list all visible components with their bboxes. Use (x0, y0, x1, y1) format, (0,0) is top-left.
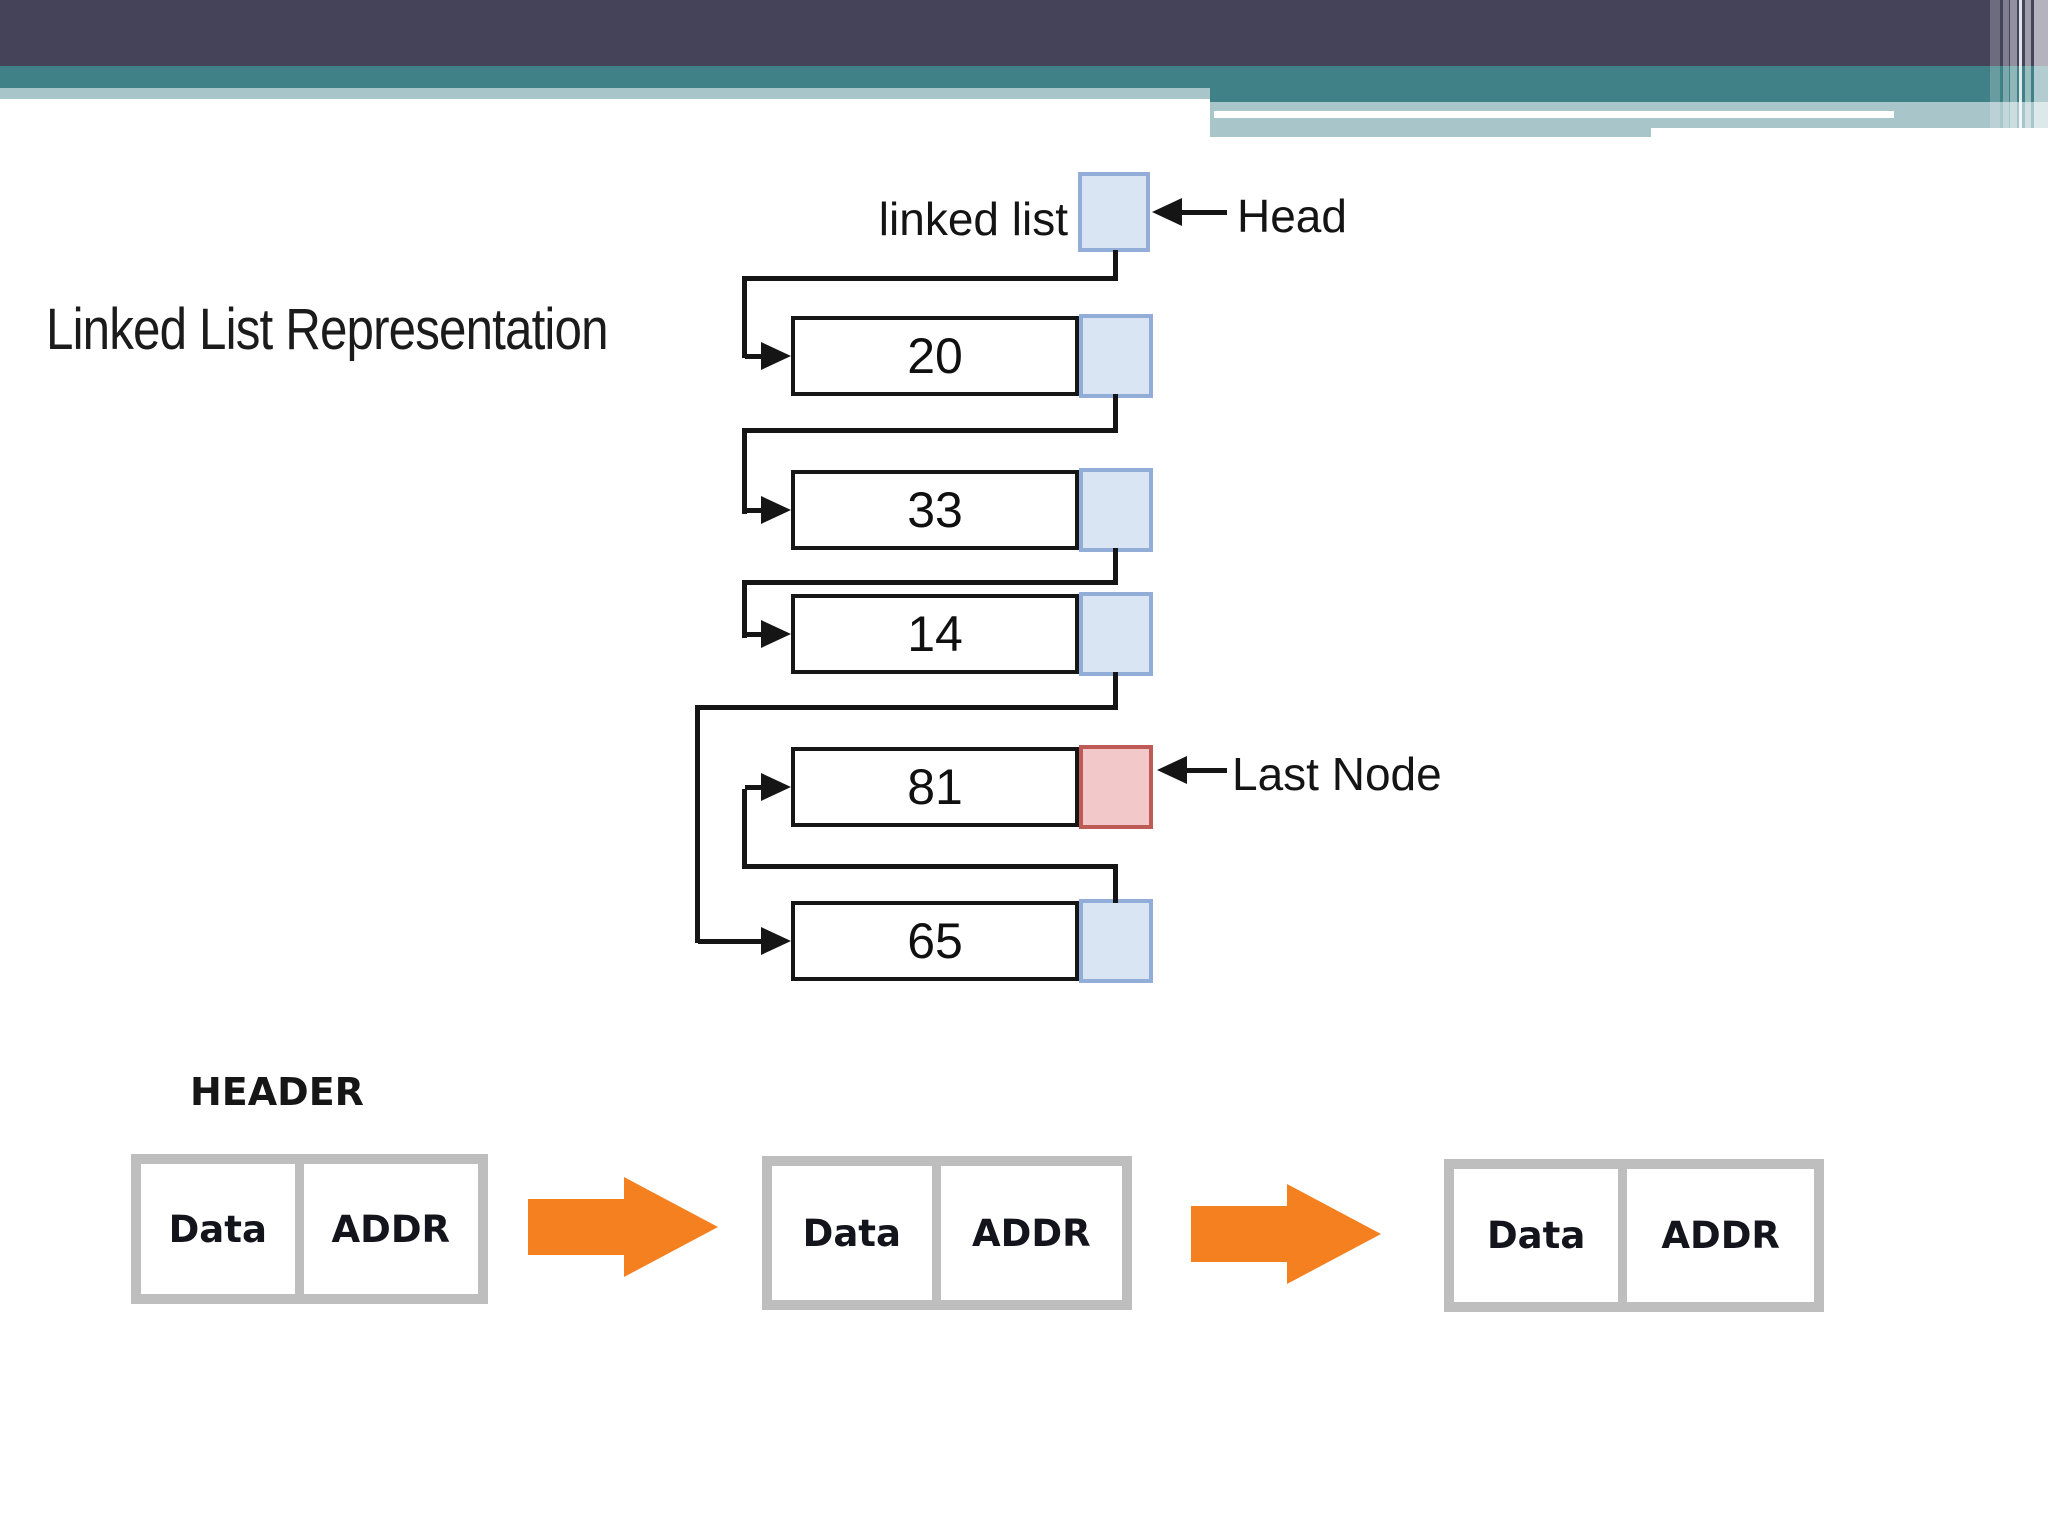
node-value-box: 65 (791, 901, 1079, 981)
connector-segment (742, 580, 747, 638)
arrow-tip (624, 1177, 718, 1277)
white-accent-stripe (1214, 111, 1894, 118)
head-pointer-box (1078, 172, 1150, 252)
edge-stripe (2010, 0, 2017, 137)
memory-node-box: Data ADDR (1444, 1159, 1824, 1312)
data-cell: Data (772, 1166, 932, 1300)
orange-right-arrow-icon (1191, 1184, 1383, 1284)
connector-segment (1113, 548, 1118, 584)
node-value-box: 33 (791, 470, 1079, 550)
node-value: 20 (907, 328, 963, 384)
arrowhead-icon (761, 773, 791, 801)
top-title-bar (0, 0, 2048, 66)
node-value: 33 (907, 482, 963, 538)
connector-segment (742, 580, 1118, 585)
arrowhead-icon (761, 496, 791, 524)
node-value: 14 (907, 606, 963, 662)
data-cell-label: Data (802, 1211, 901, 1255)
head-label: Head (1237, 190, 1347, 242)
connector-segment (745, 785, 765, 790)
connector-segment (1113, 866, 1118, 903)
white-accent-block (1651, 128, 2048, 138)
connector-segment (742, 428, 747, 514)
connector-segment (698, 939, 765, 944)
connector-segment (742, 864, 1118, 869)
data-cell-label: Data (1486, 1214, 1586, 1257)
connector-segment (1113, 250, 1118, 280)
edge-stripe (2019, 0, 2022, 137)
linked-list-label: linked list (878, 193, 1068, 245)
list-node-row: 65 (791, 899, 1157, 983)
memory-node-box: Data ADDR (762, 1156, 1132, 1310)
edge-stripe (1990, 0, 2000, 137)
connector-segment (1113, 672, 1118, 709)
node-value-box: 81 (791, 747, 1079, 827)
arrow-shaft (1191, 1206, 1289, 1262)
edge-stripe (2025, 0, 2031, 137)
data-cell: Data (141, 1164, 295, 1294)
node-pointer-box (1079, 468, 1153, 552)
connector-segment (745, 354, 765, 359)
data-cell-label: Data (168, 1207, 267, 1251)
addr-cell-label: ADDR (1661, 1214, 1780, 1257)
list-node-row: 14 (791, 592, 1157, 676)
node-pointer-box (1079, 314, 1153, 398)
node-value-box: 14 (791, 594, 1079, 674)
node-value: 65 (907, 913, 963, 969)
head-arrow-line (1180, 210, 1227, 215)
last-node-arrow-line (1185, 768, 1227, 773)
slide-title: Linked List Representation (46, 297, 609, 362)
arrow-tip (1287, 1184, 1381, 1284)
teal-accent-band-extension (1210, 88, 2048, 102)
edge-stripe (2003, 0, 2009, 137)
node-value-box: 20 (791, 316, 1079, 396)
orange-right-arrow-icon (528, 1177, 720, 1277)
light-accent-stripe (0, 88, 1210, 99)
addr-cell: ADDR (1627, 1169, 1814, 1302)
connector-segment (695, 705, 1118, 710)
arrowhead-icon (761, 342, 791, 370)
connector-segment (745, 632, 765, 637)
connector-segment (695, 705, 700, 943)
node-value: 81 (907, 759, 963, 815)
connector-segment (1113, 394, 1118, 432)
edge-stripe (2034, 0, 2048, 137)
node-pointer-box (1079, 592, 1153, 676)
list-node-row: 33 (791, 468, 1157, 552)
list-node-row-last: 81 (791, 745, 1157, 829)
connector-segment (742, 789, 747, 869)
arrow-left-icon (1157, 756, 1187, 784)
connector-segment (742, 276, 747, 358)
last-node-label: Last Node (1232, 748, 1442, 800)
connector-segment (742, 276, 1118, 281)
last-node-pointer-box (1079, 745, 1153, 829)
arrow-shaft (528, 1199, 626, 1255)
list-node-row: 20 (791, 314, 1157, 398)
connector-segment (742, 428, 1118, 433)
addr-cell-label: ADDR (331, 1207, 451, 1251)
addr-cell: ADDR (303, 1164, 478, 1294)
addr-cell-label: ADDR (972, 1211, 1091, 1255)
memory-node-box: Data ADDR (131, 1154, 488, 1304)
node-pointer-box (1079, 899, 1153, 983)
arrowhead-icon (761, 927, 791, 955)
addr-cell: ADDR (940, 1166, 1122, 1300)
arrowhead-icon (761, 620, 791, 648)
connector-segment (745, 508, 765, 513)
data-cell: Data (1454, 1169, 1619, 1302)
arrow-left-icon (1152, 198, 1182, 226)
memory-header-label: HEADER (190, 1070, 364, 1114)
teal-accent-band (0, 66, 2048, 88)
